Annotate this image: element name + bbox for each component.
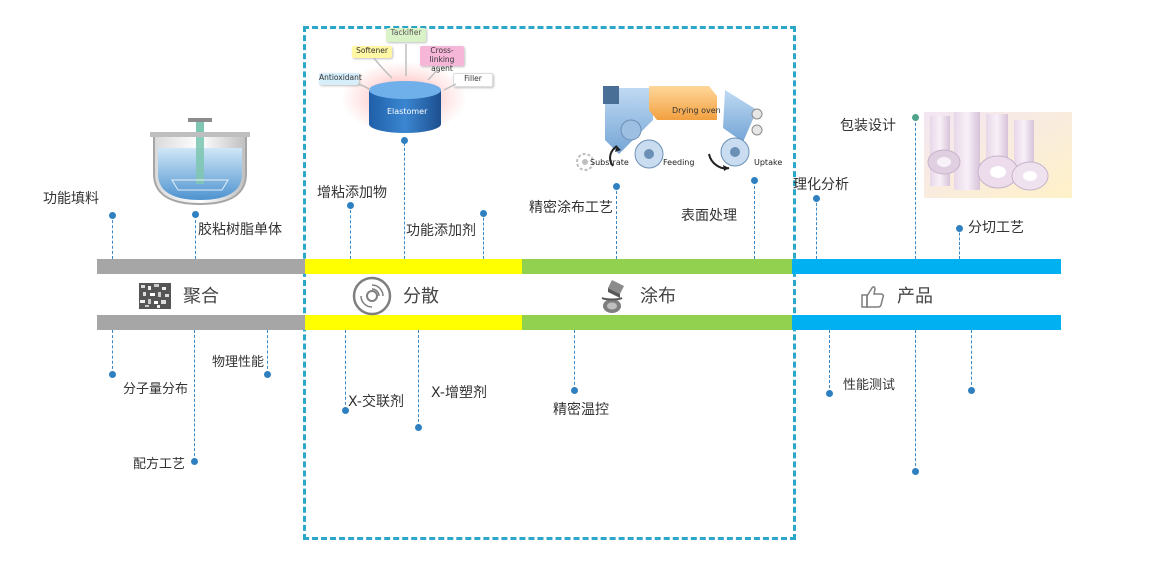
- connector: [574, 330, 575, 390]
- connector-dot: [480, 210, 487, 217]
- label-functional-filler: 功能填料: [43, 191, 99, 207]
- label-packaging-design: 包装设计: [840, 118, 896, 134]
- band-dispersion-bottom: [305, 315, 522, 330]
- connector-dot: [826, 390, 833, 397]
- softener-tag: Softener: [352, 46, 392, 58]
- connector-dot: [342, 407, 349, 414]
- label-surface-treatment: 表面处理: [681, 208, 737, 224]
- connector: [915, 330, 916, 471]
- connector: [350, 205, 351, 259]
- substrate-label: Substrate: [590, 158, 629, 167]
- connector-dot: [264, 371, 271, 378]
- connector: [418, 330, 419, 427]
- label-formulation-process: 配方工艺: [133, 457, 186, 472]
- band-coating-bottom: [522, 315, 792, 330]
- connector-dot: [912, 114, 919, 121]
- stage-label-product: 产品: [897, 286, 933, 307]
- connector-dot: [813, 195, 820, 202]
- connector-dot: [415, 424, 422, 431]
- label-x-crosslinker: X-交联剂: [348, 394, 404, 410]
- uptake-label: Uptake: [754, 158, 783, 167]
- label-tackifier-additive: 增粘添加物: [317, 185, 387, 201]
- band-polymerization-top: [97, 259, 305, 274]
- connector-dot: [192, 211, 199, 218]
- feeding-label: Feeding: [663, 158, 695, 167]
- connector: [195, 215, 196, 259]
- band-polymerization-bottom: [97, 315, 305, 330]
- label-physchem-analysis: 理化分析: [793, 177, 849, 193]
- label-mw-distribution: 分子量分布: [123, 382, 189, 397]
- label-precision-coating: 精密涂布工艺: [529, 200, 613, 216]
- band-product-top: [792, 259, 1061, 274]
- label-precise-temperature: 精密温控: [553, 402, 609, 418]
- filler-tag: Filler: [453, 73, 493, 87]
- stage-label-dispersion: 分散: [403, 286, 439, 307]
- reactor-tank-illustration: [150, 118, 250, 206]
- connector-dot: [968, 387, 975, 394]
- connector: [829, 330, 830, 393]
- band-dispersion-top: [305, 259, 522, 274]
- antioxidant-tag: Antioxidant: [319, 73, 362, 85]
- coating-machine-illustration: [576, 86, 763, 171]
- connector-dot: [347, 202, 354, 209]
- connector: [267, 330, 268, 374]
- elastomer-cylinder: [369, 81, 441, 133]
- label-slitting-process: 分切工艺: [968, 220, 1024, 236]
- tackifier-tag: Tackifier: [386, 28, 426, 42]
- disc-icon: [352, 276, 392, 316]
- connector: [816, 198, 817, 259]
- connector: [616, 186, 617, 259]
- label-resin-monomer: 胶粘树脂单体: [198, 222, 282, 238]
- connector: [112, 330, 113, 374]
- elastomer-label: Elastomer: [387, 107, 428, 116]
- additive-arrows: [357, 44, 457, 91]
- connector: [194, 330, 195, 461]
- label-performance-test: 性能测试: [843, 378, 896, 393]
- band-product-bottom: [792, 315, 1061, 330]
- coating-roller-icon: [601, 280, 624, 313]
- highlight-frame: [303, 26, 796, 540]
- connector: [754, 181, 755, 259]
- label-physical-properties: 物理性能: [212, 355, 265, 370]
- connector: [483, 213, 484, 259]
- label-functional-additive: 功能添加剂: [406, 223, 476, 239]
- connector: [404, 138, 405, 259]
- stage-label-coating: 涂布: [640, 286, 676, 307]
- connector: [345, 330, 346, 410]
- stage-label-polymerization: 聚合: [183, 286, 219, 307]
- connector-dot: [401, 137, 408, 144]
- connector: [971, 330, 972, 390]
- qr-pattern-icon: [139, 283, 171, 309]
- label-x-plasticizer: X-增塑剂: [431, 385, 487, 401]
- connector: [112, 215, 113, 259]
- connector: [959, 228, 960, 259]
- thumbs-up-icon: [861, 286, 885, 308]
- connector-dot: [912, 468, 919, 475]
- connector-dot: [109, 212, 116, 219]
- band-coating-top: [522, 259, 792, 274]
- connector: [915, 118, 916, 259]
- connector-dot: [109, 371, 116, 378]
- drying-oven-label: Drying oven: [672, 106, 721, 115]
- connector-dot: [956, 225, 963, 232]
- crosslinking-tag: Cross-linking agent: [420, 46, 464, 73]
- tape-rolls-illustration: [924, 112, 1072, 198]
- connector-dot: [751, 177, 758, 184]
- connector-dot: [571, 387, 578, 394]
- connector-dot: [613, 183, 620, 190]
- connector-dot: [191, 458, 198, 465]
